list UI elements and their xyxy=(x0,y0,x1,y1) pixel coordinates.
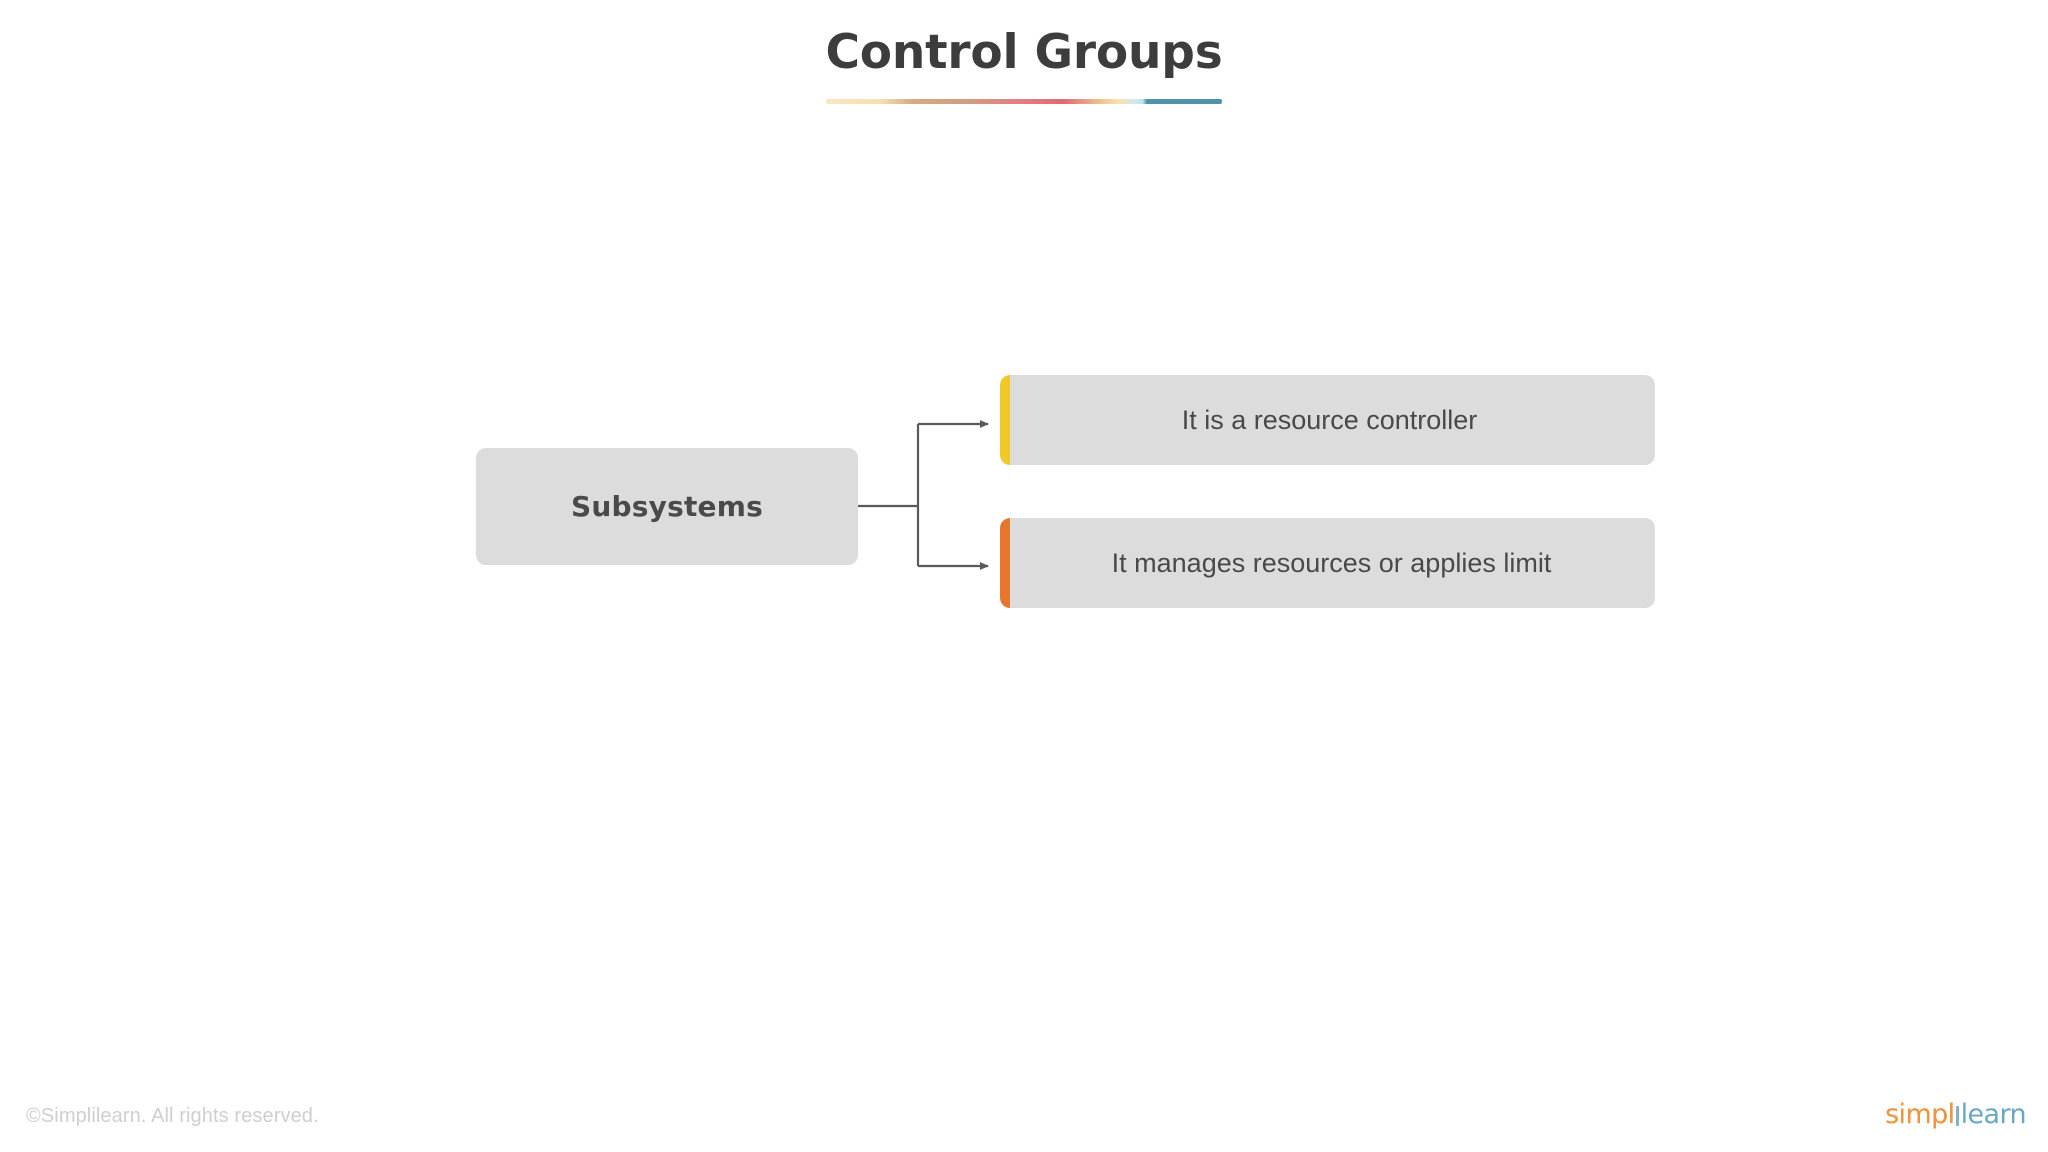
accent-bar-orange xyxy=(1000,518,1010,608)
node-resource-controller[interactable]: It is a resource controller xyxy=(1000,375,1655,465)
node-subsystems-label: Subsystems xyxy=(571,490,763,523)
node-manages-resources[interactable]: It manages resources or applies limit xyxy=(1000,518,1655,608)
logo-text-learn: learn xyxy=(1960,1099,2027,1130)
logo-tick-icon xyxy=(1955,1106,1959,1126)
logo-text-simpl: simpl xyxy=(1885,1099,1955,1130)
accent-bar-yellow xyxy=(1000,375,1010,465)
page-title: Control Groups xyxy=(825,25,1223,80)
node-manages-resources-label: It manages resources or applies limit xyxy=(1111,547,1552,578)
node-subsystems[interactable]: Subsystems xyxy=(476,448,858,565)
copyright-text: ©Simplilearn. All rights reserved. xyxy=(26,1105,319,1127)
title-block: Control Groups xyxy=(0,25,2048,105)
title-underline-rule xyxy=(826,99,1222,105)
node-resource-controller-label: It is a resource controller xyxy=(1181,404,1478,435)
